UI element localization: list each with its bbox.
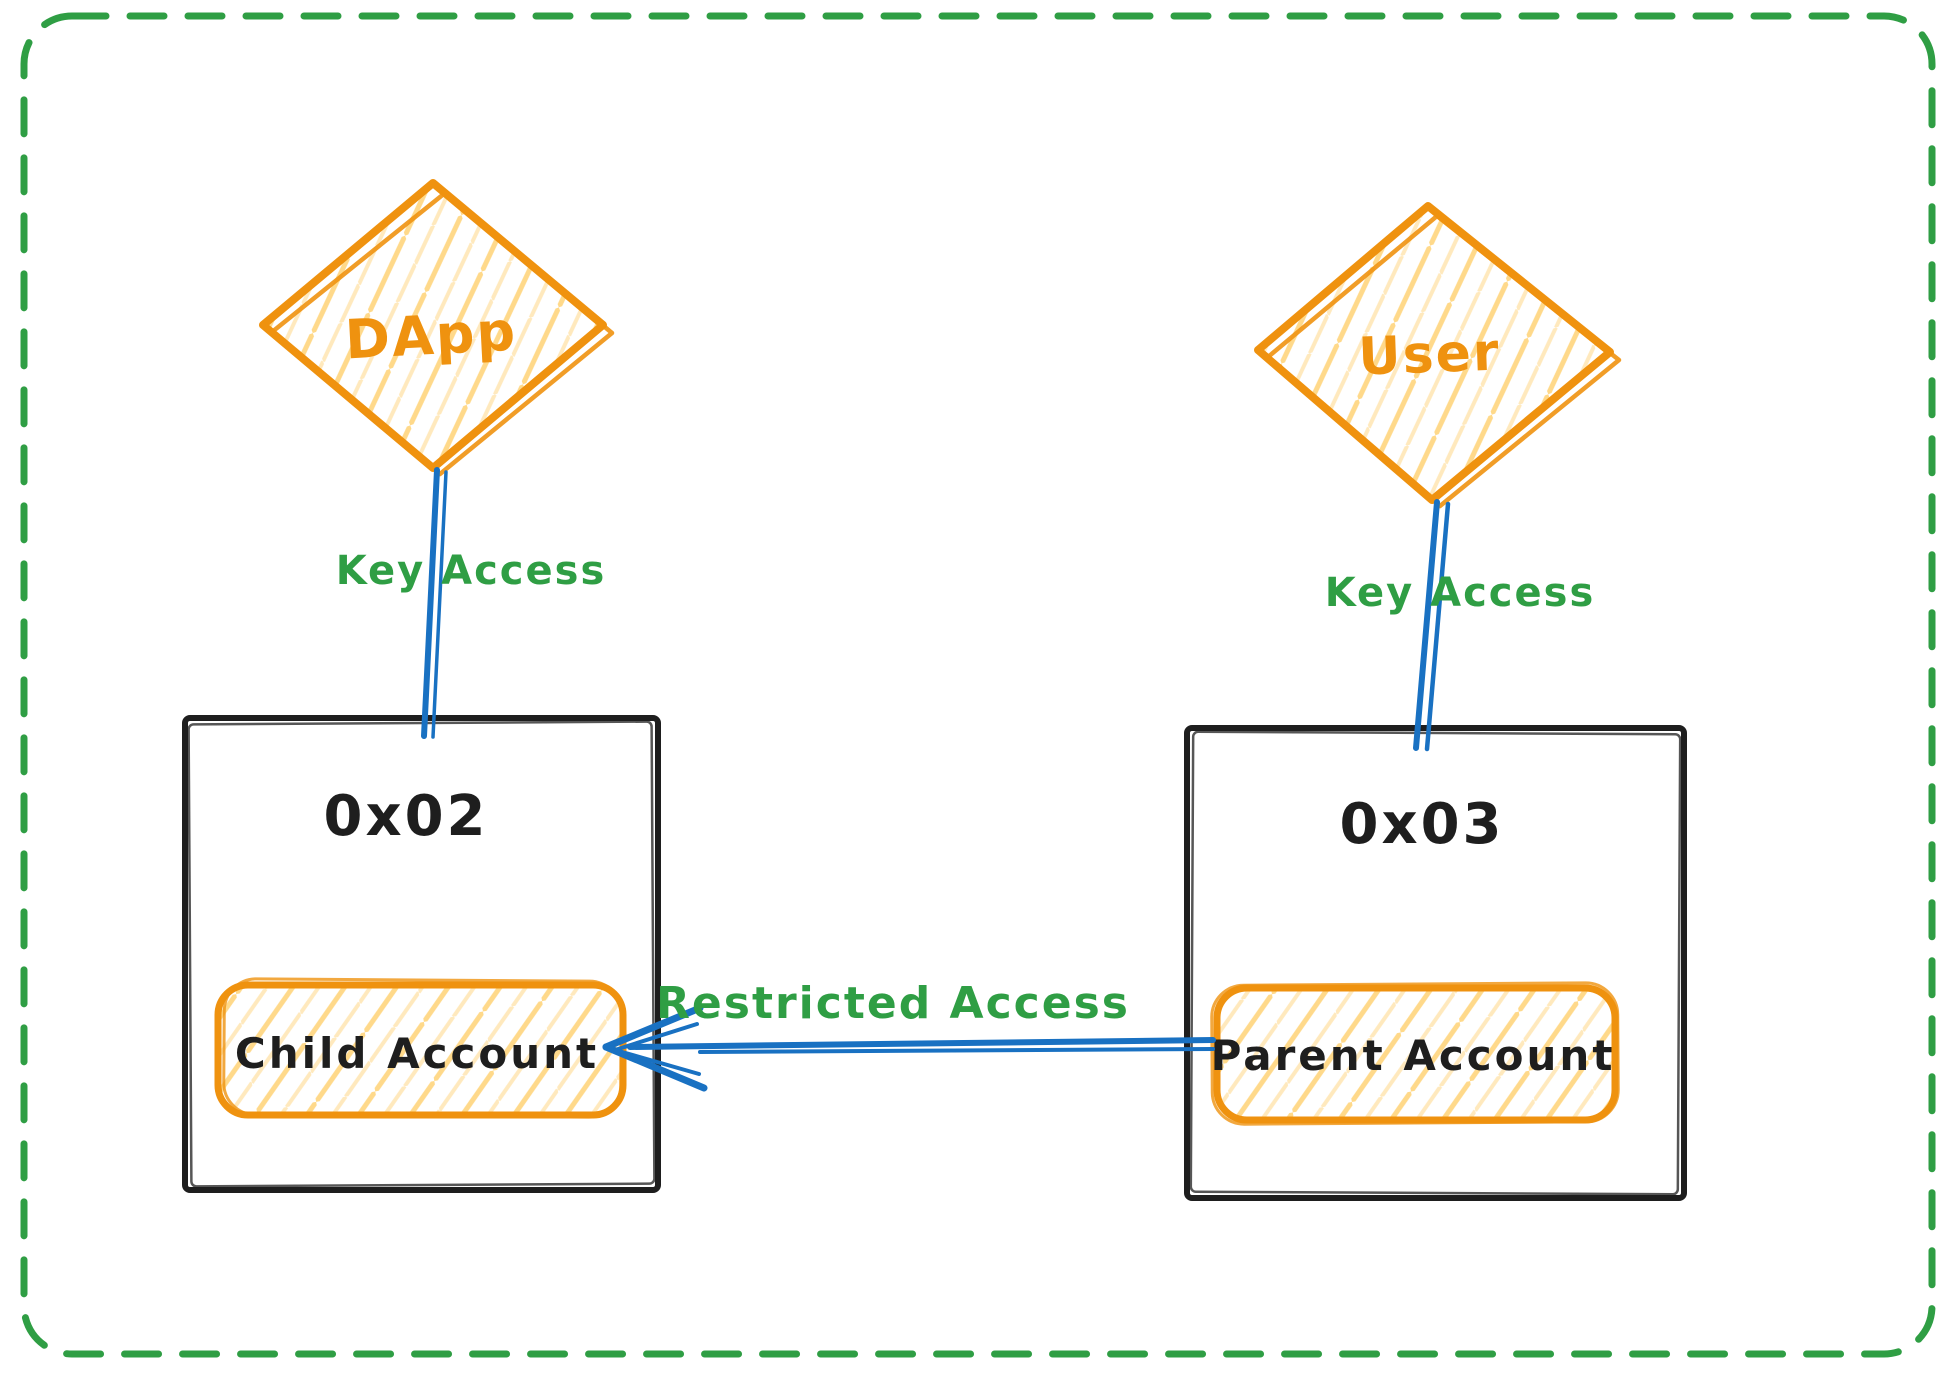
key-access-edge-dapp: Key Access bbox=[336, 467, 607, 739]
left-account-box: 0x02 Child Account bbox=[182, 715, 661, 1193]
key-access-edge-user: Key Access bbox=[1325, 499, 1596, 752]
child-account-label: Child Account bbox=[235, 1029, 599, 1078]
dashed-frame bbox=[20, 12, 1936, 1358]
key-access-label-left: Key Access bbox=[336, 548, 607, 594]
user-label: User bbox=[1357, 323, 1501, 388]
user-diamond: User bbox=[1254, 202, 1622, 509]
left-box-label: 0x02 bbox=[323, 784, 488, 849]
right-account-box: 0x03 Parent Account bbox=[1184, 725, 1687, 1201]
child-account-node: Child Account bbox=[214, 977, 627, 1119]
dapp-label: DApp bbox=[344, 300, 519, 372]
dapp-diamond: DApp bbox=[259, 179, 615, 477]
parent-account-node: Parent Account bbox=[1210, 981, 1620, 1126]
right-box-label: 0x03 bbox=[1339, 792, 1504, 857]
restricted-access-arrow: Restricted Access bbox=[602, 978, 1216, 1092]
key-access-label-right: Key Access bbox=[1325, 570, 1596, 616]
parent-account-label: Parent Account bbox=[1211, 1031, 1616, 1080]
restricted-access-label: Restricted Access bbox=[656, 978, 1130, 1029]
